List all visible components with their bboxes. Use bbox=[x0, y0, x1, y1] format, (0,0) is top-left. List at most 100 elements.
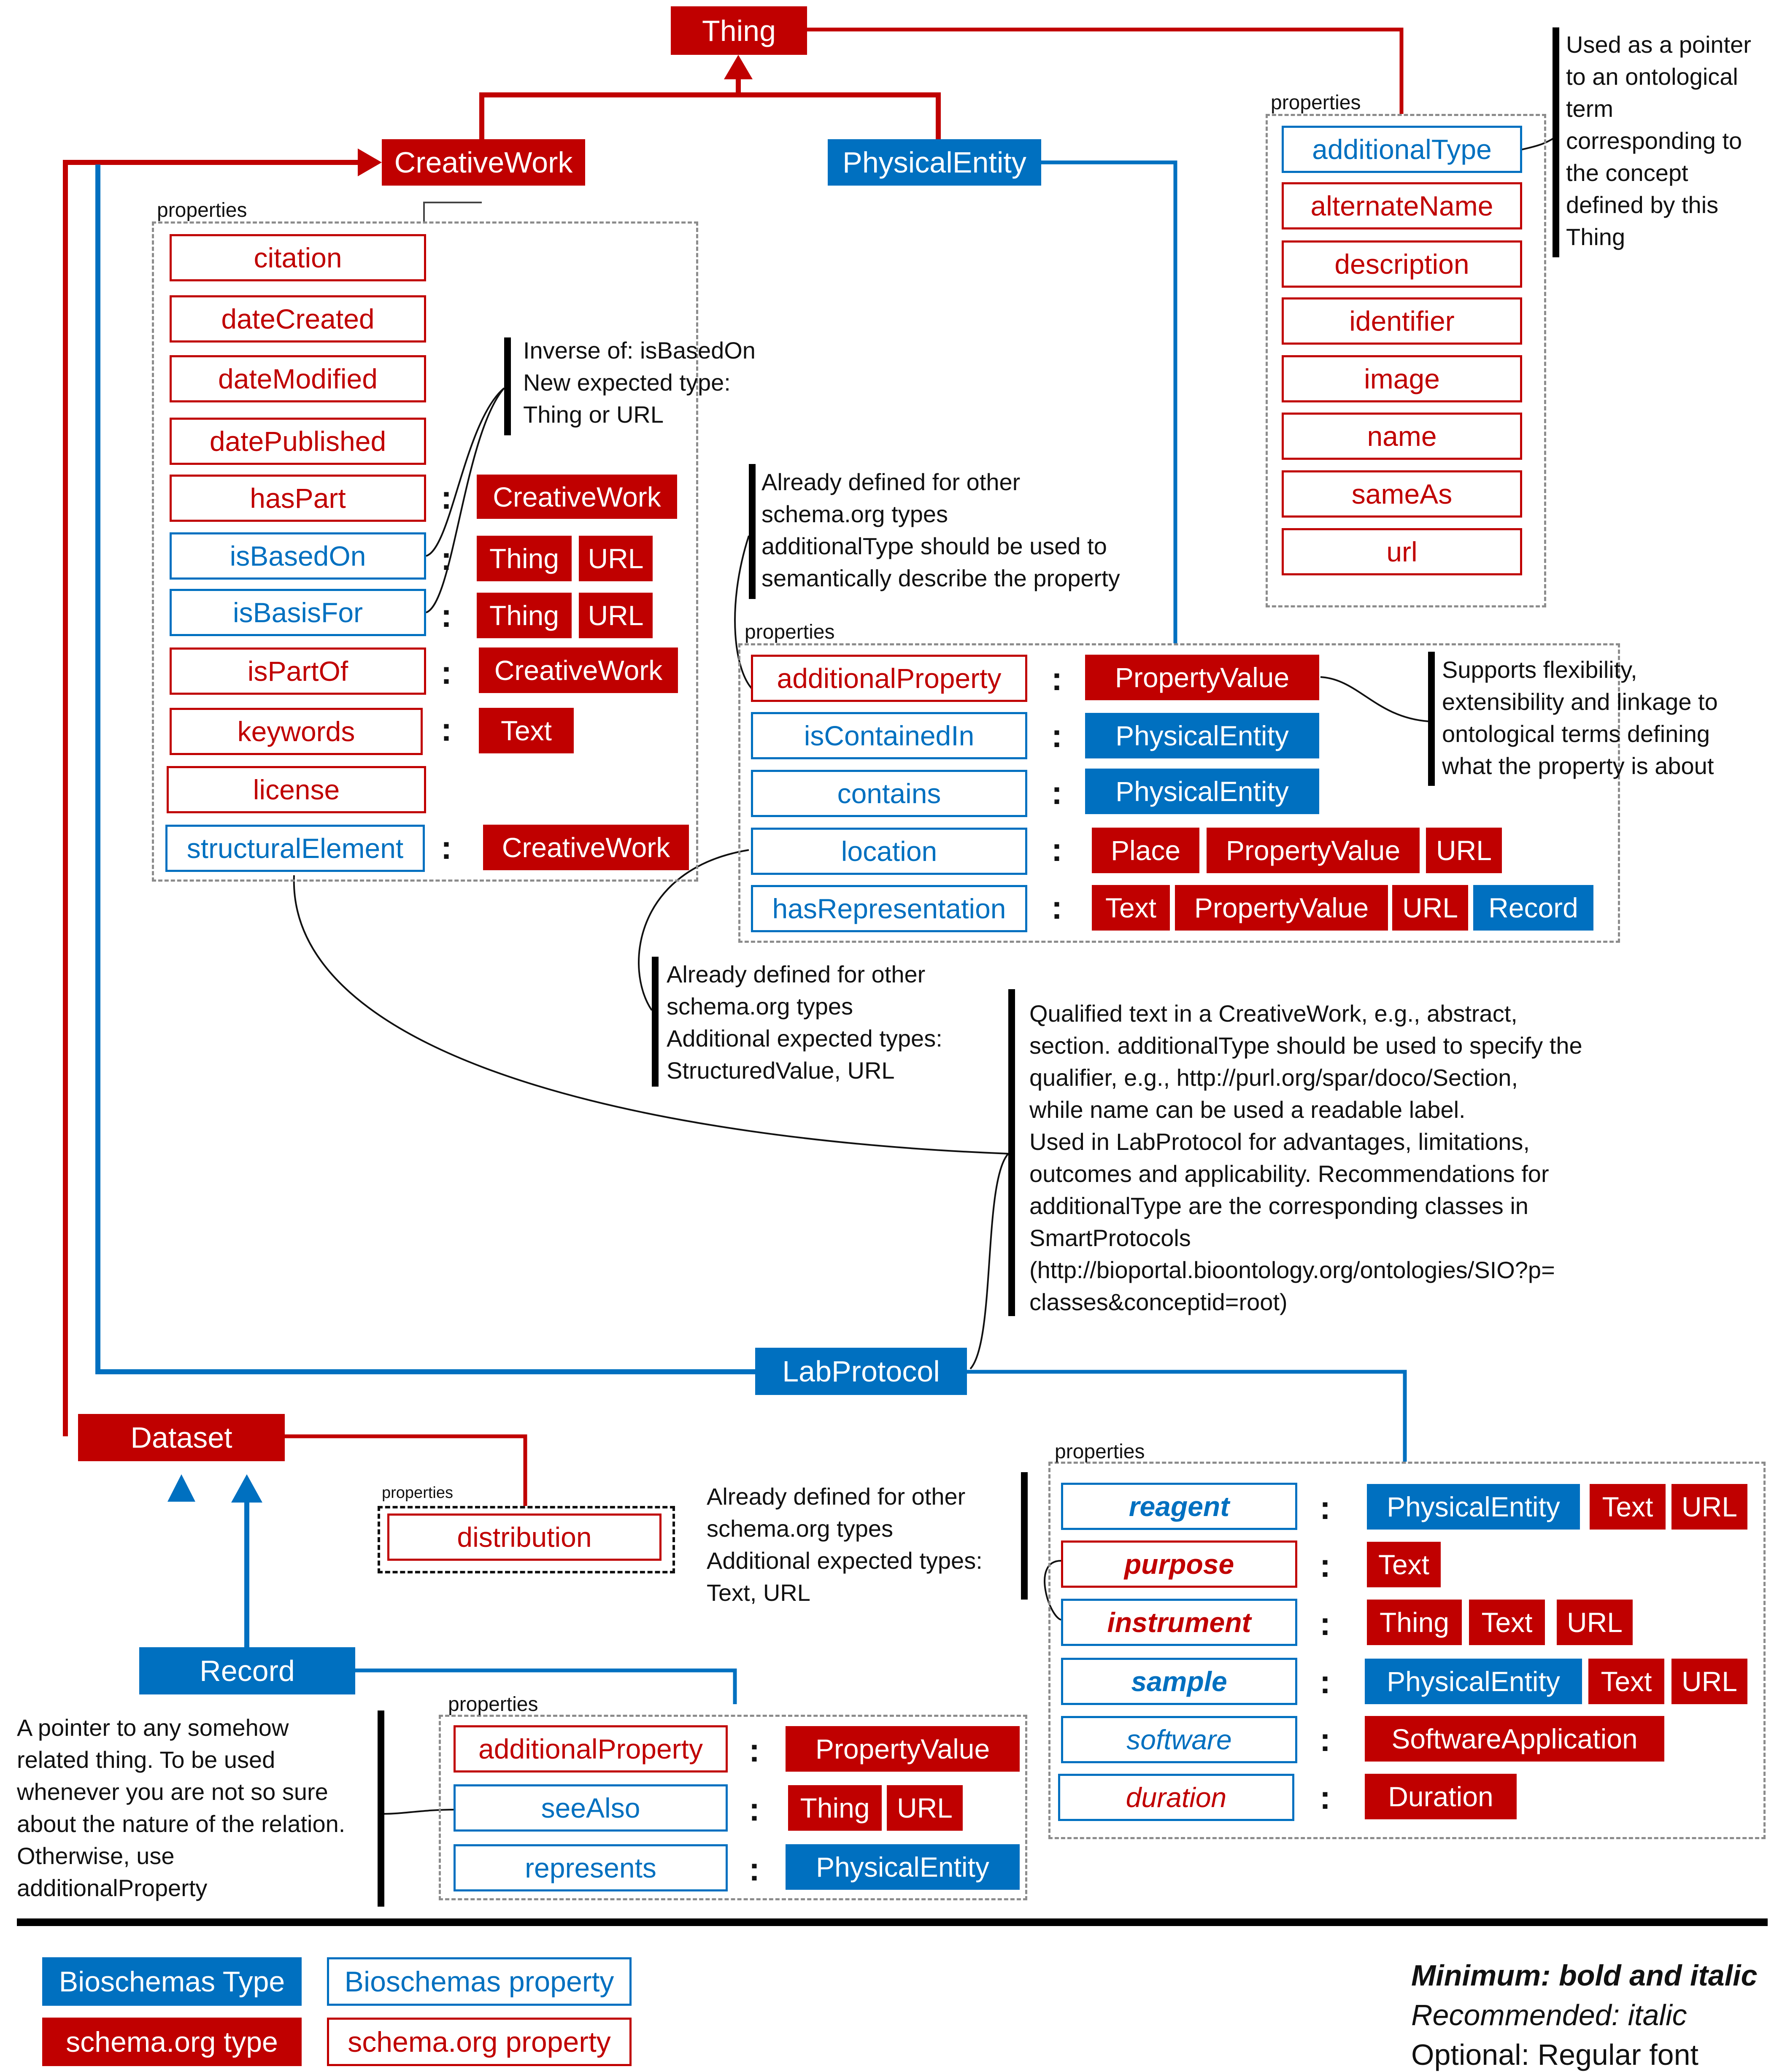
value-type-url[interactable]: URL bbox=[1671, 1659, 1747, 1704]
cw-prop-date-created[interactable]: dateCreated bbox=[170, 295, 426, 343]
thing-prop-name[interactable]: name bbox=[1282, 413, 1522, 460]
note-supports-flexibility: Supports flexibility, extensibility and … bbox=[1442, 656, 1718, 779]
value-type-text[interactable]: Text bbox=[1590, 1484, 1666, 1530]
value-type-url[interactable]: URL bbox=[1557, 1600, 1633, 1645]
colon-separator: : bbox=[1051, 717, 1062, 754]
value-type-text[interactable]: Text bbox=[1092, 885, 1170, 931]
type-dataset[interactable]: Dataset bbox=[78, 1414, 285, 1461]
note-is-based-on: Inverse of: isBasedOn New expected type:… bbox=[523, 337, 756, 428]
pe-prop-additional-property[interactable]: additionalProperty bbox=[751, 655, 1027, 702]
colon-separator: : bbox=[441, 479, 452, 516]
lp-prop-sample[interactable]: sample bbox=[1061, 1658, 1297, 1705]
colon-separator: : bbox=[441, 829, 452, 866]
value-type-property-value[interactable]: PropertyValue bbox=[1085, 655, 1319, 700]
cw-prop-structural-element[interactable]: structuralElement bbox=[165, 825, 425, 872]
value-type-thing[interactable]: Thing bbox=[477, 593, 572, 638]
legend-schema-org-type: schema.org type bbox=[42, 2018, 302, 2066]
value-type-creative-work[interactable]: CreativeWork bbox=[483, 825, 689, 870]
note-bar bbox=[504, 337, 511, 435]
note-see-also: A pointer to any somehow related thing. … bbox=[17, 1714, 346, 1901]
value-type-physical-entity[interactable]: PhysicalEntity bbox=[1365, 1659, 1582, 1704]
cw-prop-date-modified[interactable]: dateModified bbox=[170, 355, 426, 402]
value-type-software-application[interactable]: SoftwareApplication bbox=[1365, 1716, 1664, 1762]
value-type-text[interactable]: Text bbox=[1367, 1542, 1441, 1587]
group-label: properties bbox=[745, 621, 835, 643]
colon-separator: : bbox=[441, 597, 452, 634]
pe-prop-is-contained-in[interactable]: isContainedIn bbox=[751, 712, 1027, 759]
value-type-thing[interactable]: Thing bbox=[477, 536, 572, 581]
value-type-property-value[interactable]: PropertyValue bbox=[1207, 828, 1420, 873]
record-prop-represents[interactable]: represents bbox=[454, 1844, 728, 1891]
value-type-physical-entity[interactable]: PhysicalEntity bbox=[786, 1844, 1020, 1890]
thing-prop-image[interactable]: image bbox=[1282, 355, 1522, 402]
dataset-prop-distribution[interactable]: distribution bbox=[387, 1514, 662, 1561]
thing-prop-identifier[interactable]: identifier bbox=[1282, 297, 1522, 345]
lp-prop-duration[interactable]: duration bbox=[1058, 1774, 1294, 1821]
legend-schema-org-property: schema.org property bbox=[327, 2018, 632, 2066]
pe-prop-location[interactable]: location bbox=[751, 828, 1027, 875]
legend-optional: Optional: Regular font bbox=[1411, 2038, 1698, 2071]
colon-separator: : bbox=[441, 711, 452, 748]
type-thing[interactable]: Thing bbox=[671, 6, 807, 55]
colon-separator: : bbox=[1320, 1605, 1331, 1642]
type-lab-protocol[interactable]: LabProtocol bbox=[755, 1348, 967, 1395]
value-type-place[interactable]: Place bbox=[1092, 828, 1199, 873]
colon-separator: : bbox=[749, 1732, 760, 1769]
record-prop-additional-property[interactable]: additionalProperty bbox=[454, 1725, 728, 1773]
note-bar bbox=[749, 464, 756, 599]
value-type-url[interactable]: URL bbox=[1426, 828, 1502, 873]
value-type-text[interactable]: Text bbox=[479, 708, 574, 753]
lp-prop-reagent[interactable]: reagent bbox=[1061, 1483, 1297, 1530]
value-type-text[interactable]: Text bbox=[1588, 1659, 1664, 1704]
thing-prop-additional-type[interactable]: additionalType bbox=[1282, 126, 1522, 173]
thing-prop-alternate-name[interactable]: alternateName bbox=[1282, 182, 1522, 229]
type-creative-work[interactable]: CreativeWork bbox=[382, 139, 585, 186]
cw-prop-citation[interactable]: citation bbox=[170, 234, 426, 281]
group-label: properties bbox=[157, 199, 247, 221]
value-type-physical-entity[interactable]: PhysicalEntity bbox=[1367, 1484, 1580, 1530]
value-type-creative-work[interactable]: CreativeWork bbox=[477, 475, 677, 519]
colon-separator: : bbox=[1051, 889, 1062, 926]
cw-prop-keywords[interactable]: keywords bbox=[170, 708, 423, 755]
value-type-url[interactable]: URL bbox=[1671, 1484, 1747, 1530]
value-type-property-value[interactable]: PropertyValue bbox=[1175, 885, 1388, 931]
cw-prop-is-based-on[interactable]: isBasedOn bbox=[170, 532, 426, 580]
cw-prop-is-part-of[interactable]: isPartOf bbox=[170, 648, 426, 695]
lp-prop-software[interactable]: software bbox=[1061, 1716, 1297, 1763]
note-location: Already defined for other schema.org typ… bbox=[667, 961, 942, 1084]
pe-prop-has-representation[interactable]: hasRepresentation bbox=[751, 885, 1027, 932]
note-structural-element: Qualified text in a CreativeWork, e.g., … bbox=[1029, 1000, 1582, 1315]
lp-prop-instrument[interactable]: instrument bbox=[1061, 1599, 1297, 1646]
value-type-creative-work[interactable]: CreativeWork bbox=[479, 648, 678, 693]
thing-prop-description[interactable]: description bbox=[1282, 240, 1522, 288]
lp-prop-purpose[interactable]: purpose bbox=[1061, 1541, 1297, 1588]
value-type-url[interactable]: URL bbox=[579, 593, 653, 638]
value-type-physical-entity[interactable]: PhysicalEntity bbox=[1085, 713, 1319, 758]
record-prop-see-also[interactable]: seeAlso bbox=[454, 1784, 728, 1832]
cw-prop-has-part[interactable]: hasPart bbox=[170, 475, 426, 522]
value-type-duration[interactable]: Duration bbox=[1365, 1774, 1517, 1819]
cw-prop-license[interactable]: license bbox=[167, 766, 426, 813]
colon-separator: : bbox=[1320, 1547, 1331, 1584]
pe-prop-contains[interactable]: contains bbox=[751, 770, 1027, 817]
type-physical-entity[interactable]: PhysicalEntity bbox=[828, 139, 1041, 186]
cw-prop-is-basis-for[interactable]: isBasisFor bbox=[170, 589, 426, 636]
value-type-url[interactable]: URL bbox=[887, 1785, 963, 1831]
value-type-text[interactable]: Text bbox=[1469, 1600, 1545, 1645]
thing-prop-same-as[interactable]: sameAs bbox=[1282, 470, 1522, 518]
colon-separator: : bbox=[1051, 831, 1062, 868]
value-type-thing[interactable]: Thing bbox=[1367, 1600, 1462, 1645]
thing-prop-url[interactable]: url bbox=[1282, 528, 1522, 575]
type-record[interactable]: Record bbox=[139, 1647, 355, 1694]
value-type-physical-entity[interactable]: PhysicalEntity bbox=[1085, 769, 1319, 814]
value-type-url[interactable]: URL bbox=[579, 536, 653, 581]
note-bar bbox=[1021, 1472, 1028, 1600]
value-type-thing[interactable]: Thing bbox=[788, 1785, 882, 1831]
value-type-property-value[interactable]: PropertyValue bbox=[786, 1726, 1020, 1772]
value-type-record[interactable]: Record bbox=[1473, 885, 1593, 931]
value-type-url[interactable]: URL bbox=[1392, 885, 1468, 931]
group-label: properties bbox=[1055, 1441, 1145, 1463]
cw-prop-date-published[interactable]: datePublished bbox=[170, 418, 426, 465]
